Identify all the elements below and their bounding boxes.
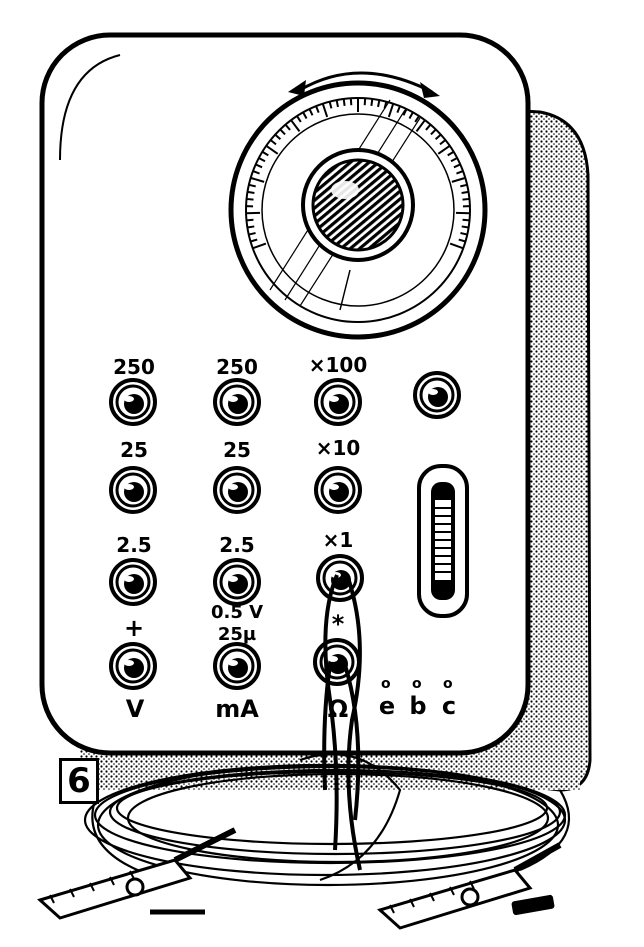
resistance-range-label: ×100 (308, 353, 368, 377)
current-extra-label: 25µ (217, 624, 257, 645)
terminal-dot: o (412, 676, 422, 692)
jack-socket-icon[interactable] (109, 378, 157, 426)
voltage-polarity-label: + (123, 614, 145, 642)
figure-number: 6 (59, 758, 99, 804)
jack-socket-icon[interactable] (109, 558, 157, 606)
meter-dial-icon (228, 80, 488, 340)
terminal-dot: o (381, 676, 391, 692)
test-lead-cables (322, 574, 362, 871)
alligator-clip-icon (37, 827, 237, 920)
jack-socket-icon[interactable] (213, 466, 261, 514)
jack-socket-icon[interactable] (313, 638, 361, 686)
voltage-range-label: 250 (113, 355, 155, 379)
voltage-range-label: 25 (120, 438, 148, 462)
jack-socket-icon[interactable] (213, 558, 261, 606)
jack-socket-icon[interactable] (314, 378, 362, 426)
resistance-unit-label: Ω (327, 695, 349, 723)
current-range-label: 250 (216, 355, 258, 379)
cable-coil-icon (83, 753, 571, 887)
resistance-range-label: ×1 (322, 528, 354, 552)
voltage-unit-label: V (125, 695, 145, 723)
terminal-label-e: e (378, 692, 396, 720)
jack-socket-icon[interactable] (109, 642, 157, 690)
jack-socket-icon[interactable] (213, 378, 261, 426)
voltage-range-label: 2.5 (116, 533, 152, 557)
current-range-label: 2.5 (219, 533, 255, 557)
jack-socket-icon[interactable] (213, 642, 261, 690)
current-extra-label: 0.5 V (210, 602, 264, 623)
jack-socket-icon[interactable] (316, 554, 364, 602)
terminal-label-b: b (409, 692, 427, 720)
current-unit-label: mA (215, 695, 259, 723)
jack-socket-icon[interactable] (413, 371, 461, 419)
current-range-label: 25 (223, 438, 251, 462)
slider-switch-icon (417, 464, 469, 618)
terminal-dot: o (443, 676, 453, 692)
resistance-symbol-label: * (331, 610, 345, 638)
jack-socket-icon[interactable] (109, 466, 157, 514)
jack-socket-icon[interactable] (314, 466, 362, 514)
terminal-label-c: c (441, 692, 457, 720)
resistance-range-label: ×10 (315, 436, 361, 460)
rotation-arrow-icon (288, 71, 440, 98)
alligator-clip-icon (377, 842, 562, 930)
